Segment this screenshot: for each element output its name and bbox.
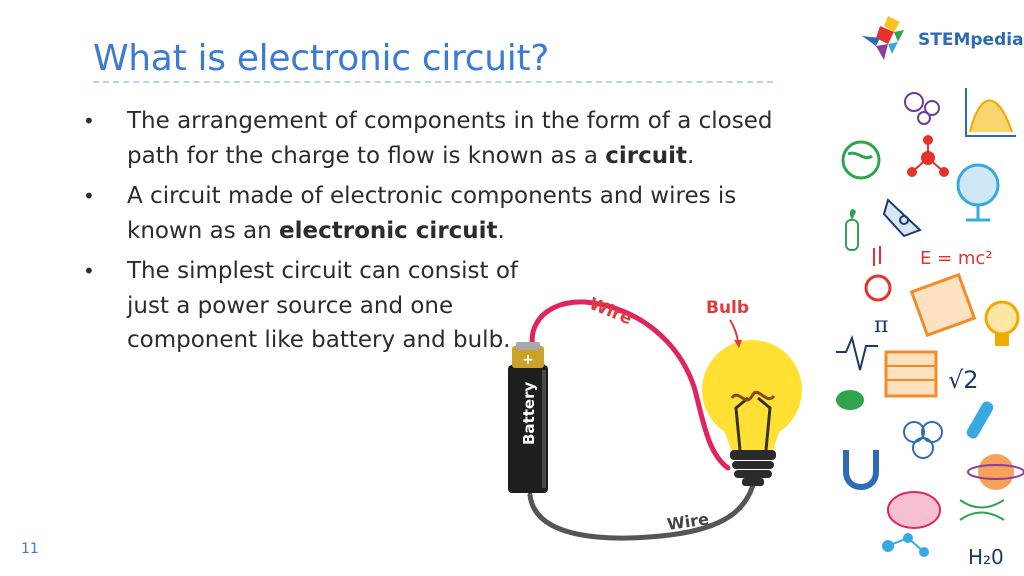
bullet-text: The simplest circuit can consist of just… (127, 258, 519, 353)
abacus-icon (884, 350, 938, 398)
world-globe-icon (956, 163, 1000, 222)
light-bulb-icon (702, 340, 802, 486)
stempedia-logo (862, 16, 904, 60)
bottom-wire (527, 482, 756, 541)
bulb-label: Bulb (706, 298, 749, 318)
title-divider (93, 81, 773, 83)
brain-icon (887, 491, 941, 529)
lightbulb-icon (984, 300, 1020, 346)
test-tube-icon (966, 401, 994, 439)
bulb-pointer-arrow (729, 319, 739, 343)
circuit-illustration: + Battery Wire Bulb Wire (508, 294, 802, 541)
bullet-text-end: . (687, 142, 695, 169)
bullet-bold-term: electronic circuit (279, 217, 498, 244)
microbes-icon (904, 92, 940, 125)
magnet-icon (843, 450, 879, 490)
dna-icon (959, 499, 1005, 521)
logo-mark-icon (862, 16, 904, 60)
slide-number: 11 (21, 541, 39, 557)
wire-top-label: Wire (586, 294, 635, 329)
apple-icon (864, 246, 892, 302)
emc2-formula: E = mc² (920, 248, 993, 269)
science-doodles: E = mc² π √2 H₂0 (836, 88, 1024, 569)
battery-label: Battery (520, 382, 538, 445)
globe-icon (841, 140, 881, 180)
molecule-icon (907, 135, 949, 177)
molecule-chain-icon (882, 533, 929, 557)
graph-icon (965, 88, 1016, 137)
battery-plus: + (522, 352, 534, 368)
h2o-formula: H₂0 (968, 545, 1004, 569)
bullet-bold-term: circuit (605, 142, 687, 169)
battery: + Battery (508, 342, 548, 493)
book-icon (909, 272, 977, 338)
pill-icon (836, 390, 864, 410)
bullet-item: A circuit made of electronic components … (80, 179, 800, 248)
rocket-icon (882, 198, 922, 238)
bullet-text-end: . (497, 217, 505, 244)
bullet-item: The arrangement of components in the for… (80, 104, 800, 173)
logo-text: STEMpedia (918, 30, 1024, 50)
atom-structure-icon (903, 421, 943, 459)
bullet-item: The simplest circuit can consist of just… (80, 254, 557, 358)
slide-title: What is electronic circuit? (93, 38, 550, 79)
bullet-text: The arrangement of components in the for… (127, 108, 773, 169)
top-wire (529, 299, 731, 471)
planet-icon (967, 454, 1024, 490)
sqrt2-formula: √2 (948, 366, 979, 394)
bullet-list: The arrangement of components in the for… (80, 104, 800, 364)
pi-symbol: π (874, 313, 888, 338)
pulse-icon (836, 334, 878, 371)
plant-tube-icon (845, 209, 859, 251)
bullet-text: A circuit made of electronic components … (127, 183, 737, 244)
